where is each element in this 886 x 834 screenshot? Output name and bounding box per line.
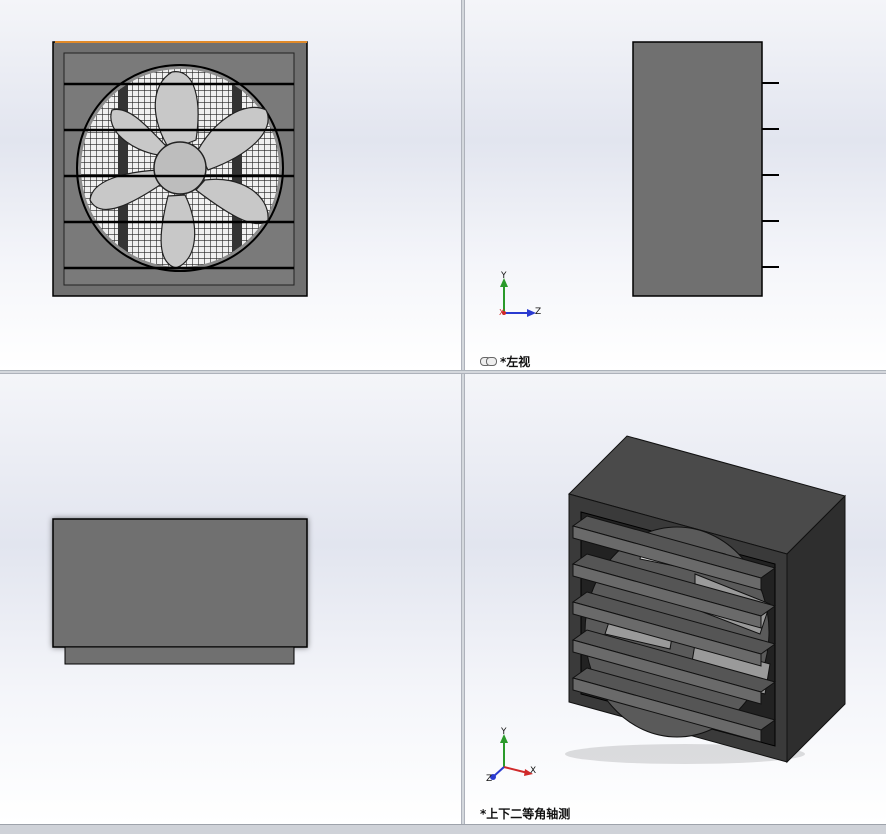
axis-triad-iso — [490, 734, 533, 780]
louver-lines — [64, 82, 294, 270]
housing-top — [52, 518, 308, 648]
axis-triad-left — [500, 278, 536, 317]
viewport-left-view[interactable]: Y Z X *左视 — [465, 0, 886, 370]
viewport-front[interactable] — [0, 0, 461, 370]
left-view-drawing — [500, 41, 779, 317]
triad-z-label: Z — [535, 307, 542, 317]
triad-x-label: X — [499, 308, 505, 317]
triad-z-label-iso: Z — [486, 774, 493, 784]
triad-y-label: Y — [501, 271, 507, 281]
view-label-left: *左视 — [480, 353, 530, 370]
housing-side — [632, 41, 763, 297]
view-name-left: *左视 — [500, 355, 531, 369]
louver-ticks — [762, 82, 779, 268]
triad-x-label-iso: X — [530, 766, 537, 776]
iso-louvers — [571, 515, 777, 743]
top-view-drawing — [52, 518, 308, 665]
triad-y-label-iso: Y — [501, 727, 507, 737]
viewport-splitter-vertical[interactable] — [461, 0, 465, 824]
fan-hub — [153, 141, 207, 195]
viewport-isometric[interactable]: Y X Z *上下二等角轴测 — [465, 374, 886, 824]
view-name-iso: *上下二等角轴测 — [480, 807, 571, 821]
frame-lip — [64, 646, 295, 665]
link-icon[interactable] — [480, 357, 497, 366]
viewport-top-view[interactable] — [0, 374, 461, 824]
view-label-iso: *上下二等角轴测 — [480, 805, 570, 822]
viewport-splitter-horizontal[interactable] — [0, 370, 886, 374]
bottom-status-strip — [0, 824, 886, 834]
front-view-drawing — [52, 41, 308, 297]
isometric-drawing — [490, 435, 846, 780]
